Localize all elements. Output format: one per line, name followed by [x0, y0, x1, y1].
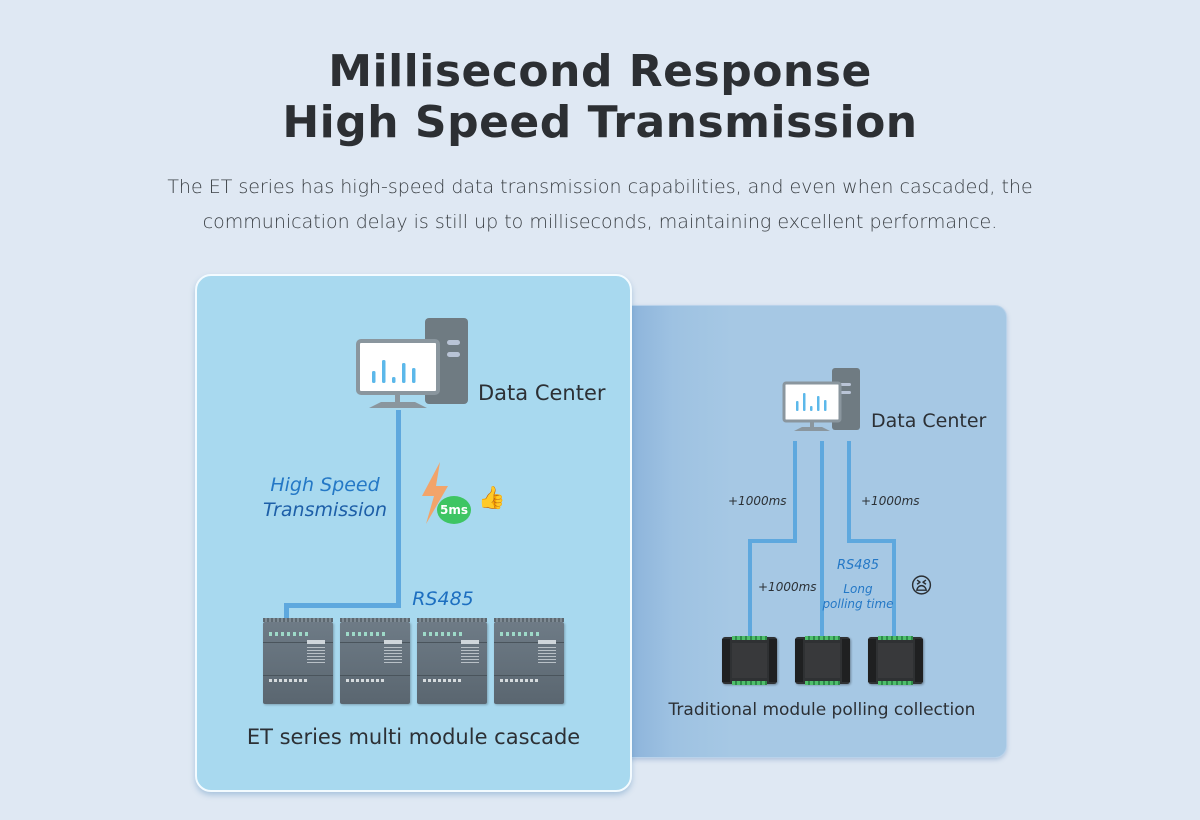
et-module-3 — [417, 618, 487, 704]
bus-line-1-drop — [748, 539, 752, 640]
traditional-module-2 — [795, 636, 850, 685]
rs485-label-right: RS485 — [836, 558, 880, 573]
transmission-label-line2: Transmission — [262, 499, 388, 521]
lightning-bolt-icon — [422, 462, 448, 524]
polling-label-line1: Long — [843, 582, 873, 596]
traditional-caption: Traditional module polling collection — [668, 700, 976, 720]
thumbs-up-icon: 👍 — [478, 486, 506, 511]
cascade-bus-vertical — [396, 410, 401, 607]
cascade-bus-horizontal — [284, 603, 401, 608]
page-title-line1: Millisecond Response — [328, 46, 872, 97]
bus-line-1-vertical — [793, 441, 797, 541]
bus-line-3-drop — [892, 539, 896, 640]
description-line1: The ET series has high-speed data transm… — [167, 176, 1033, 198]
traditional-module-1 — [722, 636, 777, 685]
transmission-label-line1: High Speed — [270, 474, 380, 496]
cascade-bus-drop — [284, 603, 289, 620]
data-center-icon-right — [782, 368, 860, 431]
data-center-label-left: Data Center — [478, 381, 606, 405]
page-title-line2: High Speed Transmission — [282, 97, 918, 148]
latency-badge: 5ms — [437, 496, 471, 524]
delay-label-3: +1000ms — [861, 494, 920, 508]
et-series-caption: ET series multi module cascade — [246, 725, 581, 749]
description-line2: communication delay is still up to milli… — [202, 211, 998, 233]
data-center-label-right: Data Center — [871, 410, 987, 432]
bus-line-3-vertical — [847, 441, 851, 541]
et-module-4 — [494, 618, 564, 704]
data-center-icon-left — [356, 318, 468, 408]
traditional-module-3 — [868, 636, 923, 685]
bus-line-1-horizontal — [748, 539, 797, 543]
delay-label-2: +1000ms — [758, 580, 817, 594]
bus-line-2-vertical — [820, 441, 824, 640]
et-module-2 — [340, 618, 410, 704]
rs485-label-left: RS485 — [412, 588, 474, 610]
polling-label-line2: polling time — [822, 597, 894, 611]
bus-line-3-horizontal — [847, 539, 896, 543]
delay-label-1: +1000ms — [728, 494, 787, 508]
tired-face-icon: 😫 — [910, 574, 933, 599]
et-module-1 — [263, 618, 333, 704]
